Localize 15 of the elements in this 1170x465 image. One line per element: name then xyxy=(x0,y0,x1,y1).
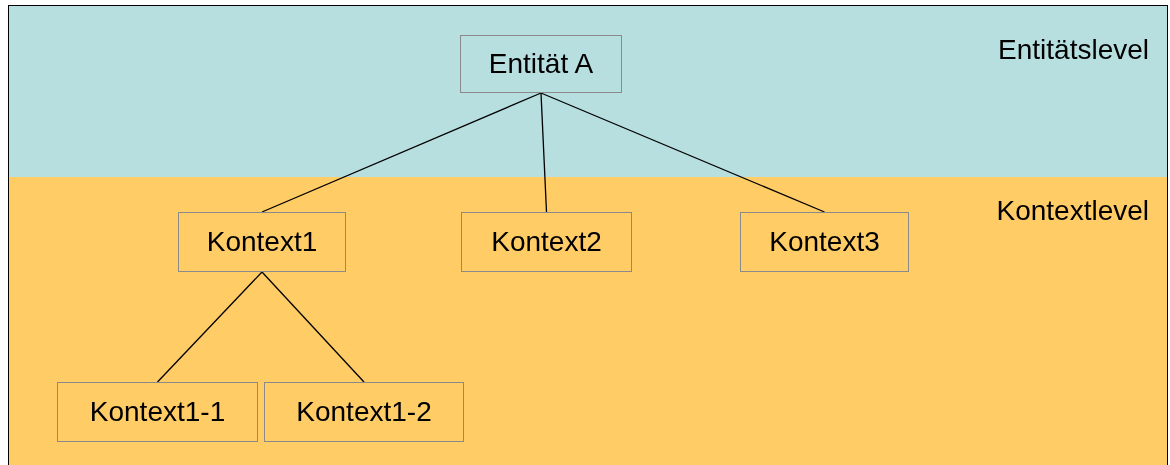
entity-box: Kontext2 xyxy=(461,212,632,272)
entity-box: Entität A xyxy=(460,35,622,93)
connector-line xyxy=(261,271,365,383)
entity-box: Kontext1-1 xyxy=(57,382,258,442)
connector-line xyxy=(261,92,542,213)
level-band xyxy=(8,177,1168,465)
level-band xyxy=(8,5,1168,177)
level-label: Entitätslevel xyxy=(998,34,1149,66)
level-label: Kontextlevel xyxy=(996,195,1149,227)
connector-line xyxy=(540,92,826,213)
connector-line xyxy=(540,92,548,213)
entity-box: Kontext1 xyxy=(178,212,346,272)
connector-line xyxy=(156,271,263,383)
entity-box: Kontext3 xyxy=(740,212,909,272)
entity-box: Kontext1-2 xyxy=(264,382,464,442)
